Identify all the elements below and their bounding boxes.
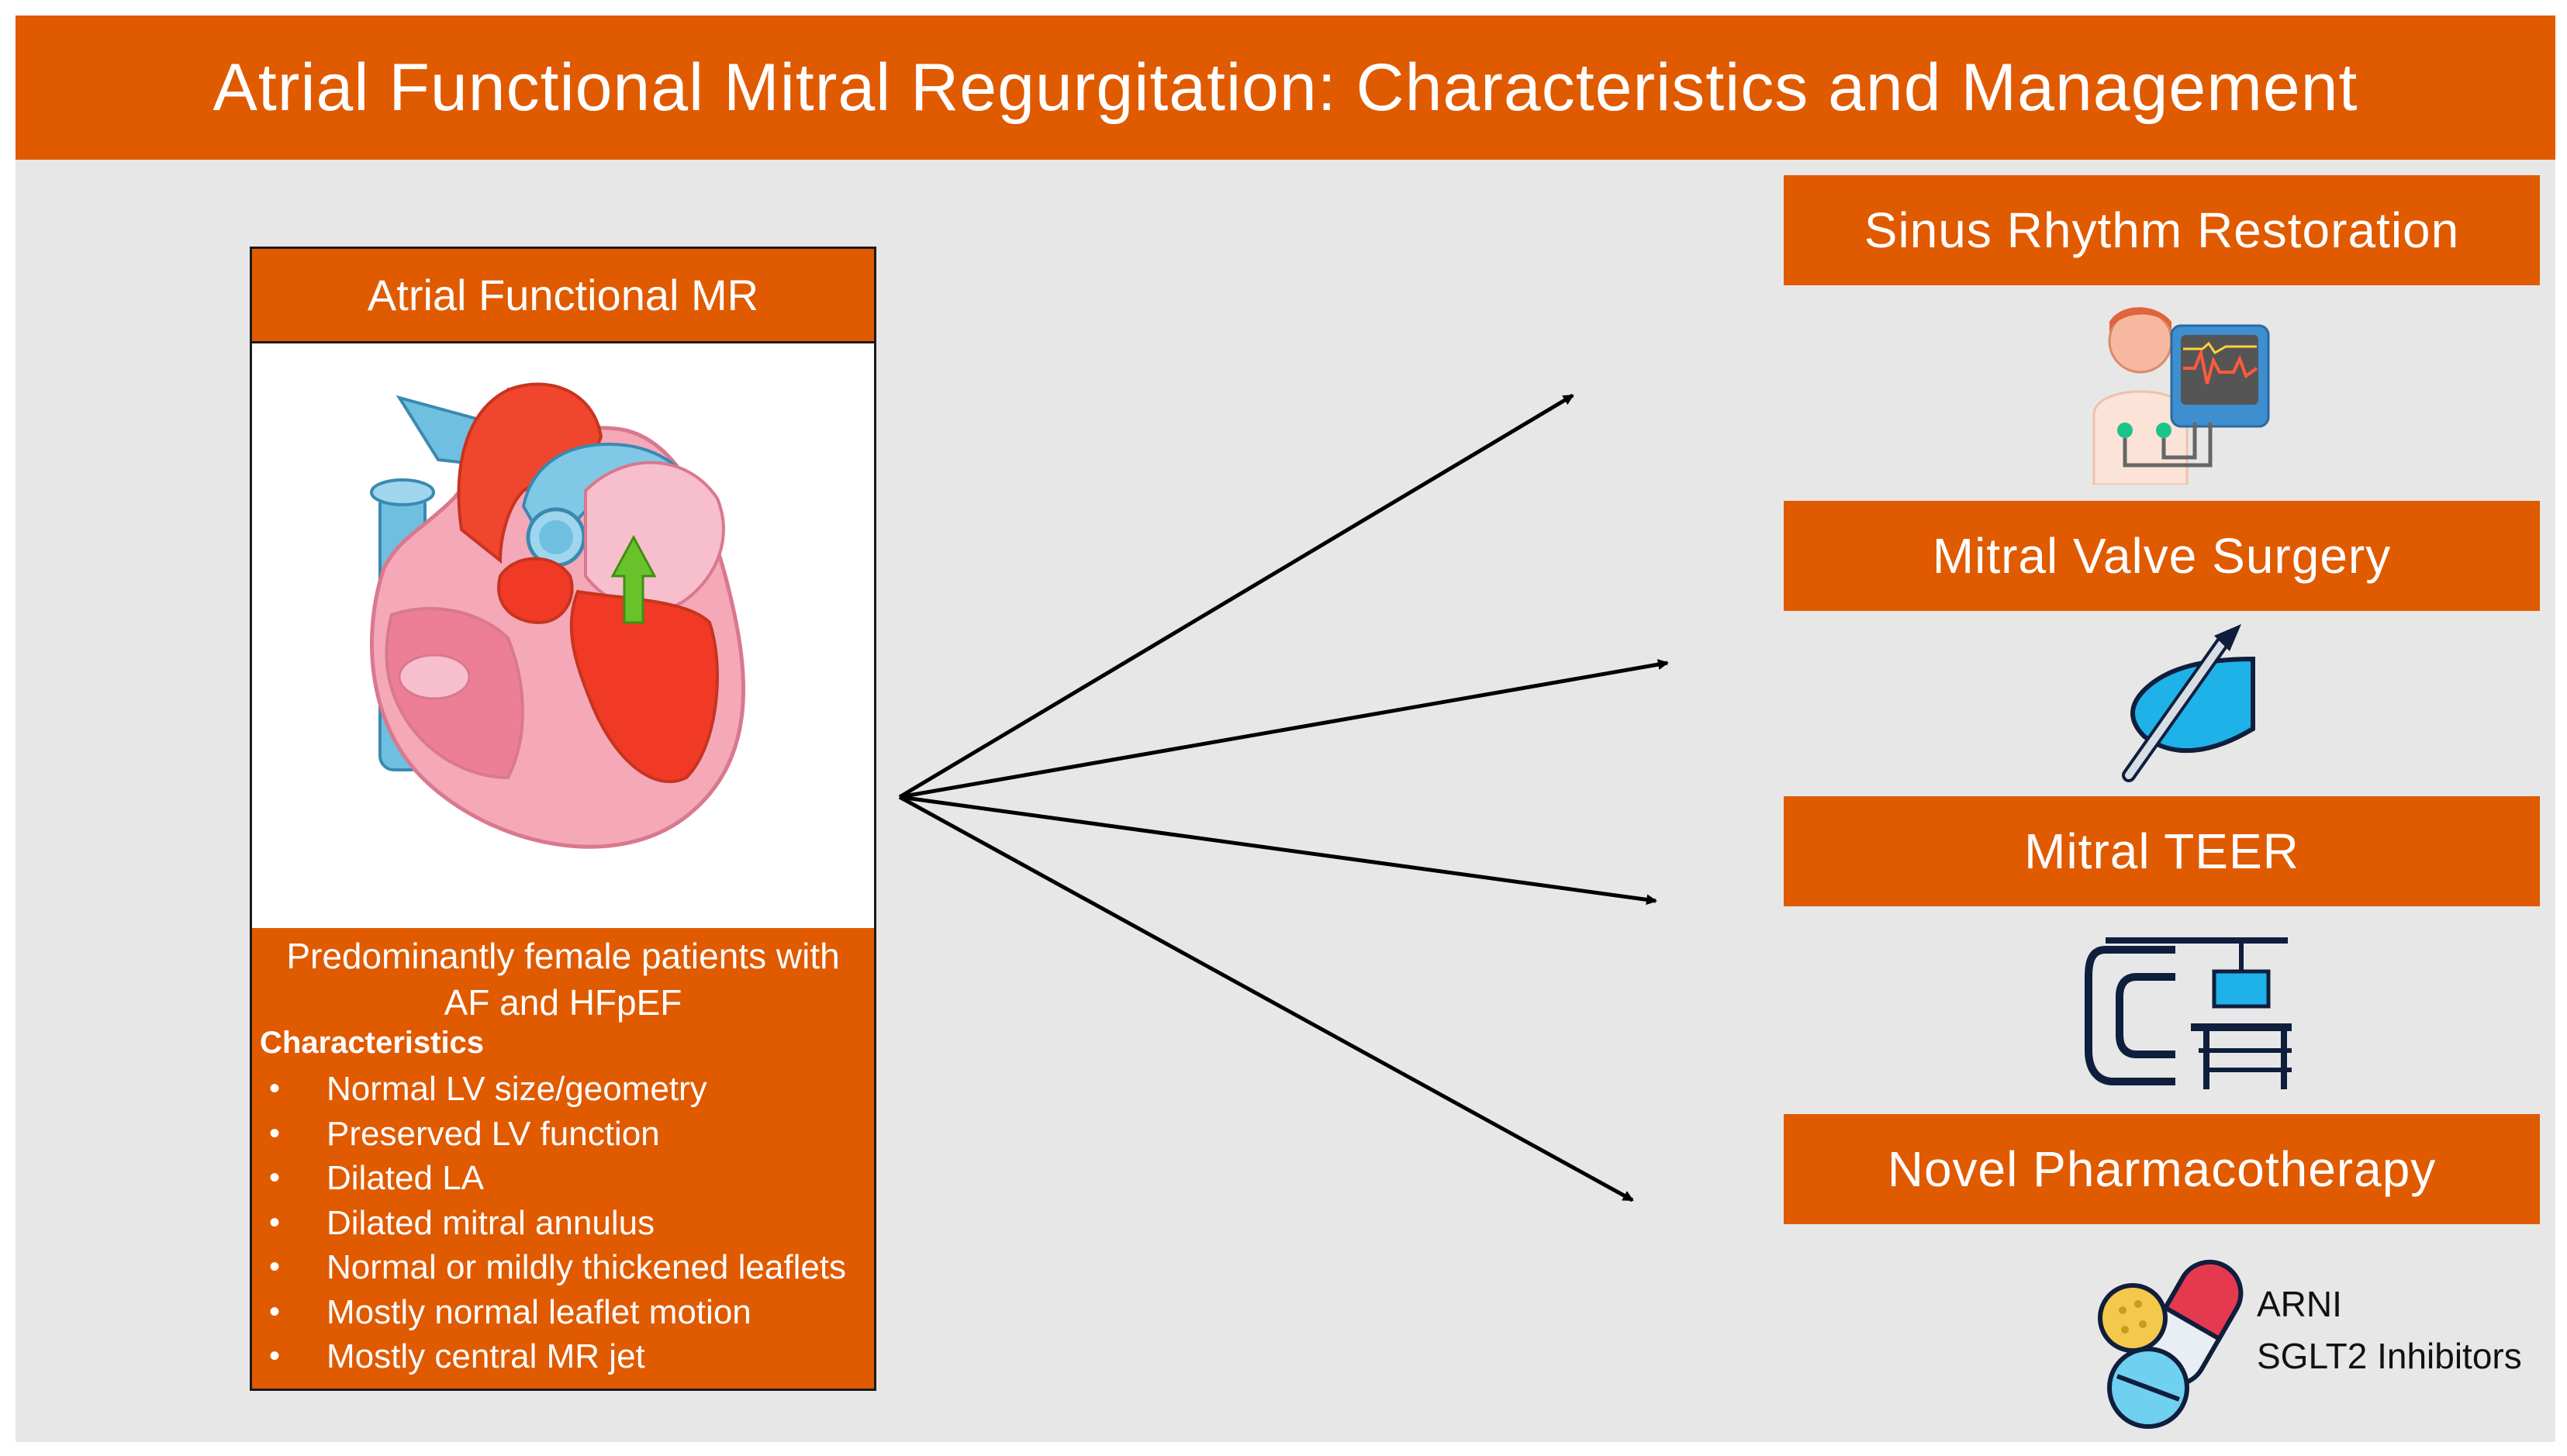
mitral-valve-surgery-label: Mitral Valve Surgery bbox=[1932, 528, 2392, 584]
arrow-to-teer bbox=[899, 795, 1657, 906]
sinus-rhythm-label: Sinus Rhythm Restoration bbox=[1864, 202, 2460, 258]
drug-sglt2: SGLT2 Inhibitors bbox=[2257, 1336, 2522, 1376]
list-item: •Normal or mildly thickened leaflets bbox=[269, 1248, 847, 1286]
list-item: •Dilated LA bbox=[269, 1159, 485, 1197]
characteristics-heading: Characteristics bbox=[260, 1026, 485, 1060]
heart-illustration-area bbox=[252, 343, 874, 928]
pills-icon bbox=[2098, 1259, 2244, 1429]
afmr-panel-title: Atrial Functional MR bbox=[367, 271, 759, 319]
arrow-to-surgery bbox=[899, 659, 1669, 799]
novel-pharmacotherapy-label: Novel Pharmacotherapy bbox=[1887, 1141, 2437, 1197]
list-item: •Preserved LV function bbox=[269, 1114, 660, 1153]
drug-arni: ARNI bbox=[2257, 1284, 2342, 1324]
ecg-monitor-patient-icon bbox=[2092, 307, 2270, 485]
sinus-rhythm-restoration-box: Sinus Rhythm Restoration bbox=[1784, 175, 2540, 285]
title-banner: Atrial Functional Mitral Regurgitation: … bbox=[16, 16, 2555, 160]
list-item: •Mostly central MR jet bbox=[269, 1337, 645, 1375]
afmr-panel-body: Predominantly female patients with AF an… bbox=[252, 928, 874, 1389]
page-title: Atrial Functional Mitral Regurgitation: … bbox=[212, 50, 2358, 125]
list-item: •Mostly normal leaflet motion bbox=[269, 1292, 751, 1331]
arrow-to-pharmacotherapy bbox=[898, 795, 1634, 1202]
patient-summary: Predominantly female patients with AF an… bbox=[252, 928, 874, 1026]
cath-lab-icon bbox=[2085, 937, 2292, 1089]
afmr-panel-header: Atrial Functional MR bbox=[250, 247, 876, 343]
mitral-teer-label: Mitral TEER bbox=[2024, 823, 2299, 879]
list-item: •Normal LV size/geometry bbox=[269, 1070, 707, 1108]
mitral-teer-box: Mitral TEER bbox=[1784, 796, 2540, 906]
arrow-to-sinus-rhythm bbox=[898, 393, 1574, 799]
list-item: •Dilated mitral annulus bbox=[269, 1203, 655, 1242]
heart-icon bbox=[369, 382, 746, 849]
mitral-valve-surgery-box: Mitral Valve Surgery bbox=[1784, 501, 2540, 611]
summary-line-1: Predominantly female patients with bbox=[286, 936, 840, 976]
scalpel-hand-icon bbox=[2122, 624, 2255, 782]
characteristics-list: •Normal LV size/geometry •Preserved LV f… bbox=[252, 1067, 874, 1379]
summary-line-2: AF and HFpEF bbox=[444, 982, 682, 1023]
novel-pharmacotherapy-box: Novel Pharmacotherapy bbox=[1784, 1114, 2540, 1224]
